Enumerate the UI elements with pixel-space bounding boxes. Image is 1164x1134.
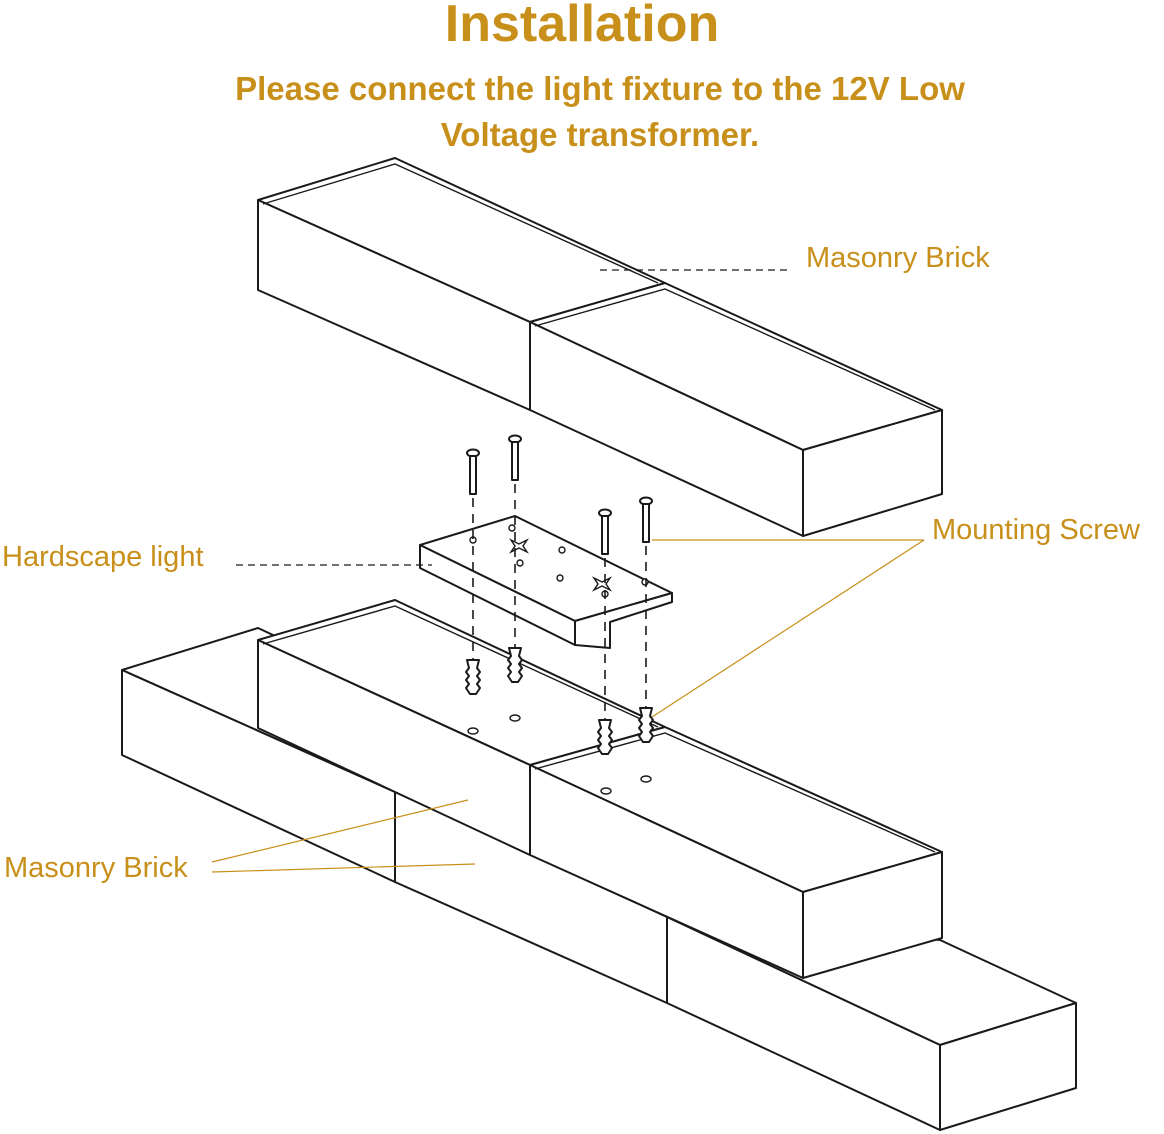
hardscape-light-label: Hardscape light	[2, 541, 204, 573]
top-brick-left	[257, 157, 666, 411]
page-subtitle: Please connect the light fixture to the …	[235, 70, 965, 153]
mounting-screw-2	[508, 434, 522, 481]
top-masonry-brick-group	[257, 157, 943, 537]
mounting-screw-leader-lower	[651, 539, 925, 718]
mounting-screws	[466, 434, 653, 555]
alignment-lines	[472, 484, 647, 720]
bottom-brick-top-right	[529, 726, 943, 979]
wall-anchors	[465, 647, 654, 755]
mounting-screw-1	[466, 448, 480, 495]
page-title: Installation	[444, 0, 720, 53]
hardscape-light-fixture	[419, 515, 673, 649]
bottom-brick-leader-lower	[211, 863, 476, 873]
wall-anchor-1	[465, 659, 481, 695]
leader-lines	[211, 269, 925, 873]
bottom-brick-leader-upper	[211, 799, 469, 863]
mounting-screw-4	[639, 496, 653, 543]
mounting-screw-label: Mounting Screw	[932, 514, 1140, 546]
anchor-holes	[467, 714, 652, 795]
mounting-screw-3	[598, 508, 612, 555]
bottom-masonry-brick-label: Masonry Brick	[4, 852, 188, 884]
top-masonry-brick-label: Masonry Brick	[806, 242, 990, 274]
bottom-masonry-brick-group	[121, 599, 1077, 1131]
wall-anchor-4	[638, 707, 654, 743]
wall-anchor-3	[597, 719, 613, 755]
top-brick-right	[529, 282, 943, 537]
wall-anchor-2	[507, 647, 523, 683]
